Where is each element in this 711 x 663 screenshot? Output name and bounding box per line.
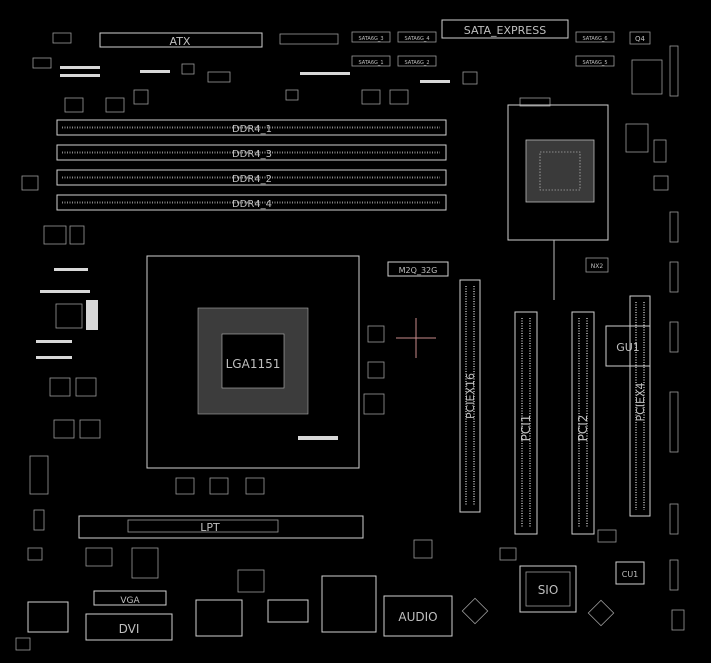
nx2-label: NX2 bbox=[591, 263, 604, 270]
crosshair-cursor bbox=[396, 318, 436, 358]
sata-express-connector[interactable]: SATA_EXPRESS bbox=[441, 19, 569, 39]
dimm-label-2: DDR4_2 bbox=[232, 174, 272, 185]
cu1-chip[interactable]: CU1 bbox=[615, 561, 645, 585]
usb-lan-connector[interactable] bbox=[321, 575, 377, 633]
sata-ports: SATA6G_3 SATA6G_4 SATA6G_1 SATA6G_2 SATA… bbox=[351, 31, 615, 67]
rotated-chips bbox=[413, 539, 615, 627]
pciex4-slot[interactable]: PCIEX4 bbox=[629, 295, 651, 517]
vga-label: VGA bbox=[120, 596, 140, 606]
pciex16-slot[interactable]: PCIEX16 bbox=[459, 279, 481, 513]
pci2-label: PCI2 bbox=[576, 415, 590, 442]
dp-hdmi-connector[interactable] bbox=[195, 599, 243, 637]
sata-express-label: SATA_EXPRESS bbox=[464, 24, 546, 37]
ps2-connector[interactable] bbox=[27, 601, 69, 633]
pciex4-label: PCIEX4 bbox=[634, 382, 647, 421]
right-edge-components bbox=[625, 45, 679, 591]
dimm-label-1: DDR4_1 bbox=[232, 124, 272, 135]
gu1-chip[interactable]: GU1 bbox=[605, 325, 651, 367]
pci2-slot[interactable]: PCI2 bbox=[571, 311, 595, 535]
atx-label: ATX bbox=[170, 35, 191, 48]
lpt-header[interactable]: LPT bbox=[78, 515, 364, 539]
audio-label: AUDIO bbox=[398, 610, 437, 624]
front-usb-header bbox=[279, 33, 339, 45]
vga-connector[interactable]: VGA bbox=[93, 590, 167, 606]
gu1-label: GU1 bbox=[616, 341, 640, 354]
usb-connector[interactable] bbox=[267, 599, 309, 623]
lpt-label: LPT bbox=[200, 521, 220, 534]
q4-component: Q4 bbox=[629, 31, 651, 45]
nx2-component bbox=[585, 257, 609, 273]
cpu-socket[interactable]: LGA1151 bbox=[146, 255, 360, 469]
vrm-section bbox=[21, 175, 101, 495]
pci1-label: PCI1 bbox=[519, 415, 533, 442]
sata-label-1: SATA6G_1 bbox=[358, 60, 383, 66]
audio-connector[interactable]: AUDIO bbox=[383, 595, 453, 637]
dimm-label-3: DDR4_3 bbox=[232, 149, 272, 160]
pciex16-label: PCIEX16 bbox=[464, 373, 477, 419]
sio-chip[interactable]: SIO bbox=[519, 565, 577, 613]
m2-label: M2Q_32G bbox=[399, 266, 438, 275]
atx-connector[interactable]: ATX bbox=[99, 32, 263, 48]
sata-label-4: SATA6G_4 bbox=[404, 36, 429, 42]
dimm-slot-3[interactable] bbox=[56, 144, 447, 161]
sata-label-6: SATA6G_6 bbox=[582, 36, 607, 42]
sata-label-2: SATA6G_2 bbox=[404, 60, 429, 66]
dimm-slots[interactable]: DDR4_1 DDR4_3 DDR4_2 DDR4_4 bbox=[56, 119, 447, 211]
dvi-connector[interactable]: DVI bbox=[85, 613, 173, 641]
pci1-slot[interactable]: PCI1 bbox=[514, 311, 538, 535]
cpu-right-components bbox=[298, 325, 385, 440]
cpu-label: LGA1151 bbox=[226, 357, 281, 371]
dimm-label-4: DDR4_4 bbox=[232, 199, 272, 210]
cpu-caps bbox=[175, 477, 265, 495]
cu1-label: CU1 bbox=[622, 570, 639, 579]
dimm-slot-2[interactable] bbox=[56, 169, 447, 186]
sata-label-3: SATA6G_3 bbox=[358, 36, 383, 42]
sio-label: SIO bbox=[538, 583, 559, 597]
dimm-slot-4[interactable] bbox=[56, 194, 447, 211]
lower-components bbox=[15, 509, 685, 651]
top-left-components bbox=[32, 32, 551, 113]
dimm-slot-1[interactable] bbox=[56, 119, 447, 136]
q4-label: Q4 bbox=[635, 35, 646, 43]
m2-connector[interactable]: M2Q_32G bbox=[387, 261, 449, 277]
pch-chipset[interactable] bbox=[507, 104, 609, 300]
sata-label-5: SATA6G_5 bbox=[582, 60, 607, 66]
dvi-label: DVI bbox=[119, 622, 140, 636]
